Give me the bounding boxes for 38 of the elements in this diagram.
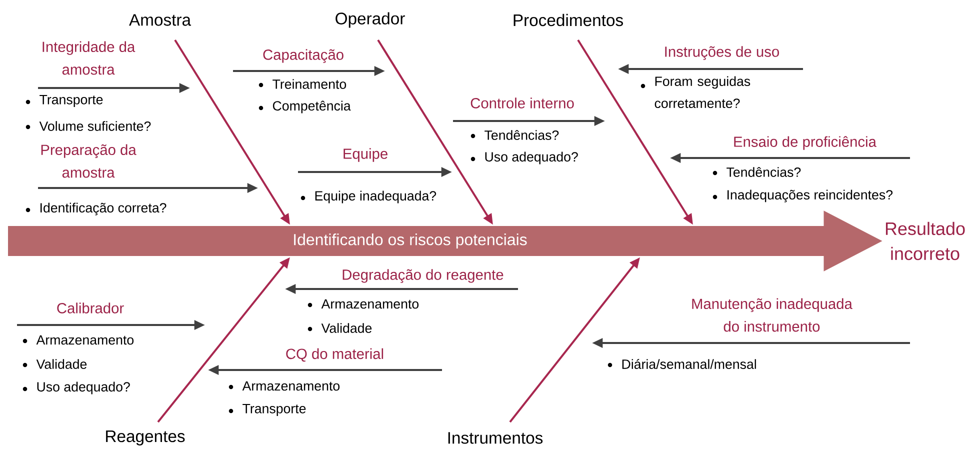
bullet-item: Armazenamento [22,335,134,345]
bullet-item: Identificação correta? [26,202,166,216]
category-label: Procedimentos [514,14,623,26]
cause-heading: Ensaio de proficiência [734,136,876,150]
node-label: Identificando os riscos potenciais [294,234,527,248]
category-label: Operador [336,12,405,28]
cause-heading: Manutenção inadequada do instrumento [692,298,852,332]
bullet-item: Competência [258,100,351,114]
cause-heading: Equipe [344,148,388,162]
bullet-item: Transporte [228,404,306,416]
cause-heading: CQ do material [286,348,384,362]
bullet-item: Validade [308,323,372,333]
bullet-item: Tendências? [470,130,559,140]
spine-band: Identificando os riscos potenciais [8,226,812,256]
cause-heading: Capacitação [263,49,344,63]
bullet-item: Armazenamento [228,381,340,391]
bullet-item: Uso adequado? [22,382,130,394]
category-label: Amostra [129,14,192,26]
bullet-item: Diária/semanal/mensal [608,359,756,369]
cause-heading: Integridade da amostra [42,41,136,75]
bullet-item: Transporte [26,95,103,107]
bullet-item: Tendências? [712,167,801,177]
bullet-item: Inadequações reincidentes? [712,190,893,202]
bullet-item: Equipe inadequada? [300,190,436,204]
cause-heading: Preparação da amostra [41,144,136,178]
effect-label: Resultado incorreto [886,222,965,260]
bullet-item: Validade [22,359,87,369]
cause-heading: Controle interno [470,98,574,108]
bullet-item: Foram seguidas corretamente? [640,76,750,108]
category-label: Reagentes [106,430,185,446]
bullet-item: Uso adequado? [470,152,578,164]
category-label: Instrumentos [448,432,543,444]
bullet-item: Armazenamento [308,299,419,309]
cause-heading: Calibrador [57,302,124,314]
bullet-item: Treinamento [258,79,346,89]
cause-heading: Instruções de uso [665,46,779,60]
cause-heading: Degradação do reagente [342,269,504,283]
bullet-item: Volume suficiente? [26,121,151,131]
